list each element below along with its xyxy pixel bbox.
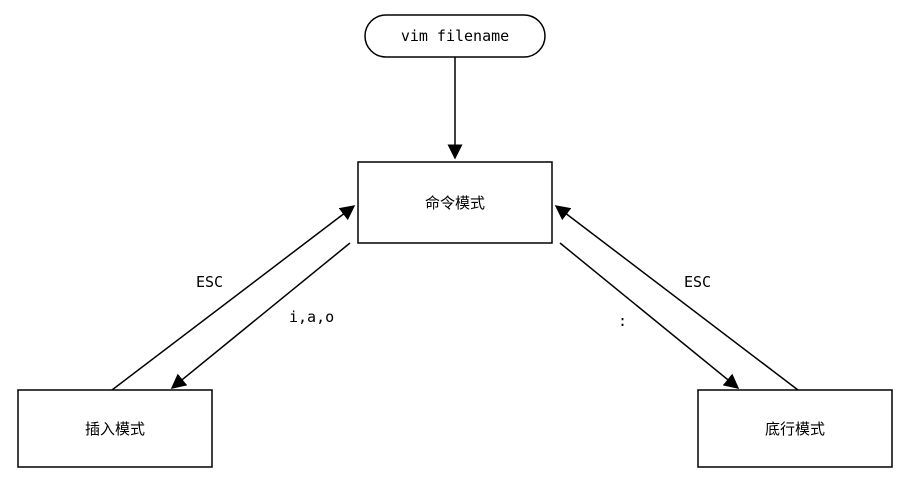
lastline-mode-node-label: 底行模式	[765, 420, 825, 438]
lastline-mode-node-shape	[697, 389, 893, 468]
start-node-label: vim filename	[401, 27, 509, 45]
edge-label-esc-left: ESC	[196, 273, 223, 291]
start-node-shape	[364, 14, 546, 58]
edge-insert-to-command	[111, 205, 356, 391]
insert-mode-node-label: 插入模式	[85, 420, 145, 438]
edge-label-iao: i,a,o	[289, 308, 334, 326]
edge-label-colon: :	[618, 312, 627, 330]
command-mode-node-shape	[357, 161, 553, 244]
edge-command-to-lastline	[559, 242, 740, 389]
edge-command-to-insert	[170, 242, 351, 389]
insert-mode-node-shape	[17, 389, 213, 468]
edge-lastline-to-command	[554, 205, 799, 391]
edge-label-esc-right: ESC	[684, 273, 711, 291]
command-mode-node-label: 命令模式	[425, 194, 485, 212]
